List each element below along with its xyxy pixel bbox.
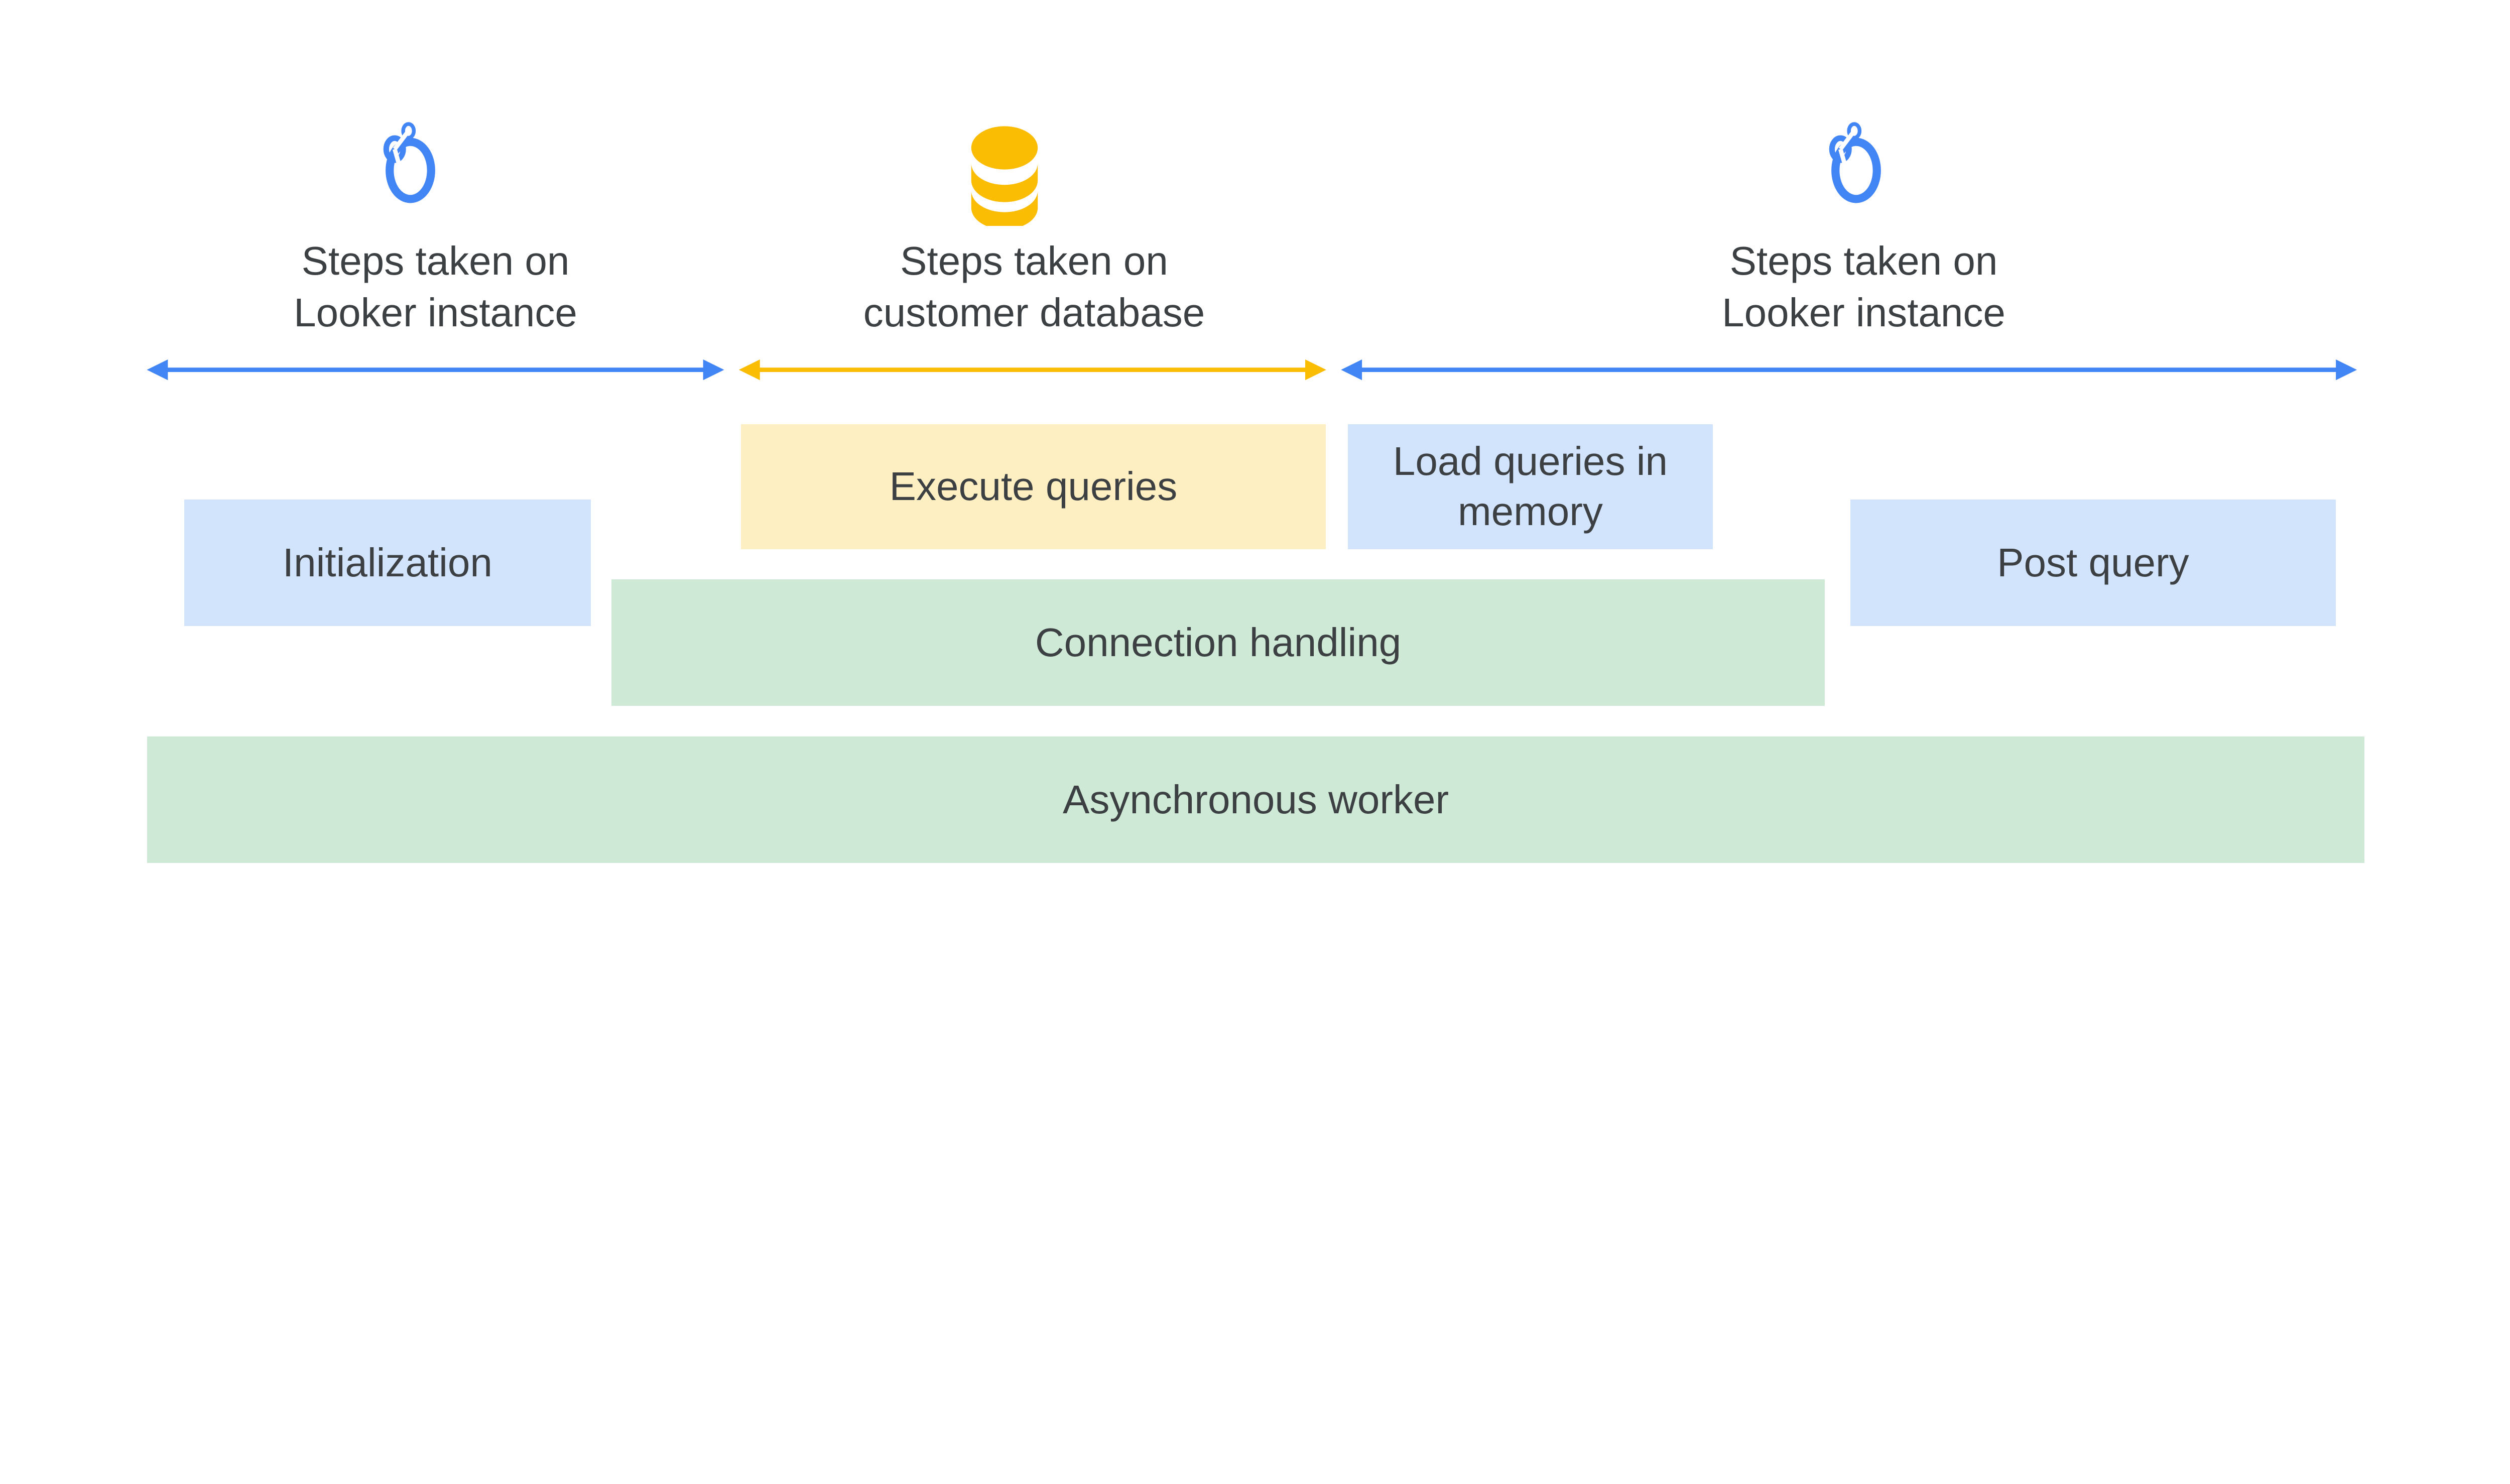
load-queries-box: Load queries in memory [1348, 424, 1713, 549]
diagram: Steps taken on Looker instance Steps tak… [147, 122, 2364, 863]
box-label: Execute queries [889, 464, 1178, 509]
asynchronous-worker-box: Asynchronous worker [147, 736, 2364, 863]
box-label: Post query [1997, 540, 2189, 585]
looker-span-arrow-2 [1341, 359, 2357, 381]
title-line: Looker instance [294, 290, 577, 335]
looker-logo-icon [1829, 122, 1881, 203]
connection-handling-box: Connection handling [611, 579, 1825, 706]
looker-span-arrow-1 [147, 359, 724, 381]
database-icon [971, 126, 1038, 226]
title-line: Steps taken on [900, 238, 1168, 283]
section-title-looker-2: Steps taken on Looker instance [1644, 235, 2083, 339]
box-label: memory [1457, 489, 1603, 534]
span-arrows [147, 359, 2357, 381]
box-label: Connection handling [1035, 620, 1402, 665]
box-label: Load queries in [1393, 439, 1668, 484]
title-line: customer database [863, 290, 1205, 335]
post-query-box: Post query [1850, 500, 2336, 626]
database-span-arrow [738, 359, 1326, 381]
section-title-database: Steps taken on customer database [815, 235, 1254, 339]
title-line: Steps taken on [301, 238, 570, 283]
title-line: Looker instance [1722, 290, 2005, 335]
section-title-looker-1: Steps taken on Looker instance [216, 235, 655, 339]
box-label: Asynchronous worker [1062, 777, 1449, 822]
box-label: Initialization [282, 540, 492, 585]
execute-queries-box: Execute queries [741, 424, 1326, 549]
initialization-box: Initialization [184, 500, 591, 626]
looker-logo-icon [383, 122, 435, 203]
title-line: Steps taken on [1729, 238, 1998, 283]
